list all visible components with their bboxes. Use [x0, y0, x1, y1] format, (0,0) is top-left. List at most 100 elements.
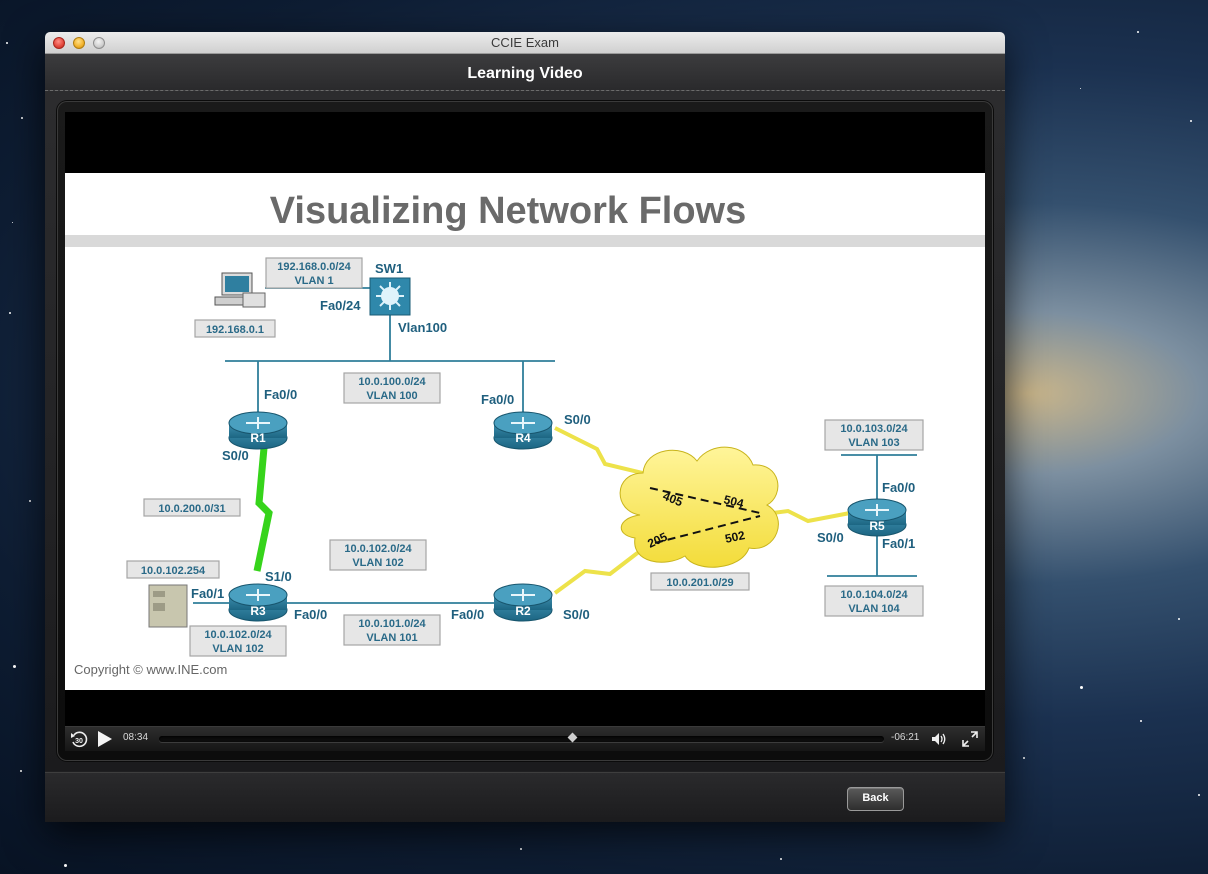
router-r3-icon	[228, 583, 288, 622]
pc-ip: 192.168.0.1	[206, 324, 264, 336]
r1-fa00-label: Fa0/0	[264, 387, 297, 402]
star	[64, 864, 67, 867]
vlan101-subnet: 10.0.101.0/24	[358, 618, 426, 630]
subnet-box-vlan102-r3	[189, 625, 287, 657]
r5-label: R5	[869, 519, 885, 533]
r5-fa01-label: Fa0/1	[882, 536, 915, 551]
router-r2-icon	[493, 583, 553, 622]
progress-thumb[interactable]	[567, 732, 578, 743]
subnet-box-vlan102-mid	[329, 539, 427, 571]
frame-relay-subnet: 10.0.201.0/29	[666, 577, 733, 589]
page-title: Learning Video	[467, 65, 583, 82]
video-player[interactable]: Visualizing Network Flows	[65, 112, 985, 749]
sw1-vlan100-label: Vlan100	[398, 320, 447, 335]
window-footer: Back	[45, 772, 1005, 822]
star	[1190, 120, 1192, 122]
r2-label: R2	[515, 604, 531, 618]
sw1-label: SW1	[375, 261, 403, 276]
frame-relay-subnet-box	[650, 572, 750, 591]
vlan103-subnet: 10.0.103.0/24	[840, 423, 908, 435]
r4-label: R4	[515, 431, 531, 445]
window-title: CCIE Exam	[491, 35, 559, 50]
slide-title: Visualizing Network Flows	[270, 190, 747, 232]
vlan1-name: VLAN 1	[294, 275, 333, 287]
star	[6, 42, 8, 44]
skip-back-label: 30	[75, 738, 83, 745]
subnet-box-vlan103	[824, 419, 924, 451]
video-controls: 30 08:34 -06:21	[65, 726, 985, 751]
fullscreen-icon[interactable]	[962, 731, 978, 747]
vlan101-name: VLAN 101	[366, 632, 417, 644]
vlan102-mid-name: VLAN 102	[352, 557, 403, 569]
star	[1140, 720, 1142, 722]
serial-link-r1-r3	[253, 447, 273, 572]
star	[1137, 31, 1139, 33]
subnet-box-vlan100	[343, 372, 441, 404]
pc-ip-box	[194, 319, 276, 338]
serial-link-r2-cloud	[553, 549, 642, 595]
page-header: Learning Video	[45, 54, 1005, 91]
star	[13, 665, 16, 668]
pc-icon	[214, 272, 266, 308]
dlci-502: 502	[724, 528, 747, 546]
r2-fa00-label: Fa0/0	[451, 607, 484, 622]
frame-relay-cloud: 405 504 205 502	[619, 446, 779, 568]
server-icon	[148, 584, 188, 628]
back-button[interactable]: Back	[847, 787, 904, 811]
vlan103-name: VLAN 103	[848, 437, 899, 449]
vlan102-r3-name: VLAN 102	[212, 643, 263, 655]
star	[21, 117, 23, 119]
copyright-text: Copyright © www.INE.com	[74, 662, 227, 677]
r2-s00-label: S0/0	[563, 607, 590, 622]
server-ip: 10.0.102.254	[141, 565, 206, 577]
r1-s00-label: S0/0	[222, 448, 249, 463]
remaining-time: -06:21	[891, 732, 920, 743]
play-icon[interactable]	[96, 730, 114, 748]
skip-back-30-icon[interactable]: 30	[69, 729, 89, 749]
star	[520, 848, 522, 850]
r4-s00-label: S0/0	[564, 412, 591, 427]
vlan102-mid-subnet: 10.0.102.0/24	[344, 543, 412, 555]
r1-label: R1	[250, 431, 266, 445]
zoom-window-button[interactable]	[93, 37, 105, 49]
star	[1178, 618, 1180, 620]
app-window: CCIE Exam Learning Video	[45, 32, 1005, 822]
dlci-504: 504	[722, 492, 745, 511]
minimize-window-button[interactable]	[73, 37, 85, 49]
network-diagram: Visualizing Network Flows	[65, 190, 985, 677]
window-titlebar[interactable]: CCIE Exam	[45, 32, 1005, 54]
vlan1-subnet: 192.168.0.0/24	[277, 261, 351, 273]
vlan100-name: VLAN 100	[366, 390, 417, 402]
title-underline	[65, 235, 985, 247]
volume-icon[interactable]	[931, 731, 947, 747]
star	[780, 858, 782, 860]
r5-s00-label: S0/0	[817, 530, 844, 545]
switch-icon	[369, 277, 411, 316]
serial-subnet-box	[143, 498, 241, 517]
vlan104-subnet: 10.0.104.0/24	[840, 589, 908, 601]
server-ip-box	[126, 560, 220, 579]
subnet-box-vlan101	[343, 614, 441, 646]
router-r4-icon	[493, 411, 553, 450]
star	[20, 770, 22, 772]
r3-fa01-label: Fa0/1	[191, 586, 224, 601]
sw1-fa024-label: Fa0/24	[320, 298, 361, 313]
vlan102-r3-subnet: 10.0.102.0/24	[204, 629, 272, 641]
router-r5-icon	[847, 498, 907, 537]
r3-label: R3	[250, 604, 266, 618]
elapsed-time: 08:34	[123, 732, 149, 743]
star	[29, 500, 31, 502]
star	[1023, 757, 1025, 759]
close-window-button[interactable]	[53, 37, 65, 49]
subnet-box-vlan104	[824, 585, 924, 617]
star	[9, 312, 11, 314]
star	[12, 222, 13, 223]
video-slide: Visualizing Network Flows	[65, 173, 985, 690]
r3-s10-label: S1/0	[265, 569, 292, 584]
router-r1-icon	[228, 411, 288, 450]
subnet-box-vlan1	[265, 257, 363, 289]
serial-subnet: 10.0.200.0/31	[158, 503, 225, 515]
star	[1198, 794, 1200, 796]
r4-fa00-label: Fa0/0	[481, 392, 514, 407]
progress-scrubber[interactable]	[159, 732, 884, 743]
